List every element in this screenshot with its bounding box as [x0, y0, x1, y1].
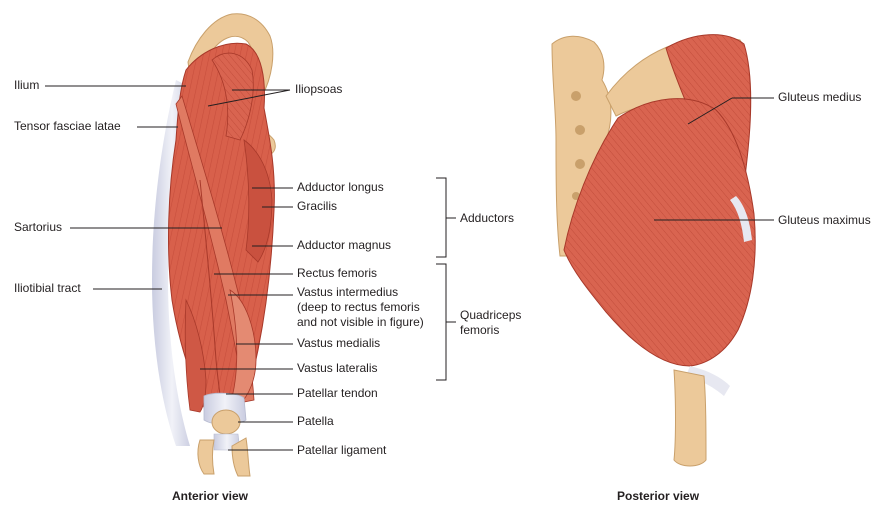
- group-label-adductors: Adductors: [460, 211, 515, 225]
- label-vastus-intermedius-note-1: (deep to rectus femoris: [297, 300, 420, 314]
- group-label-femoris: femoris: [460, 323, 500, 337]
- label-patellar-ligament: Patellar ligament: [297, 443, 387, 457]
- label-vastus-lateralis: Vastus lateralis: [297, 361, 378, 375]
- bracket-quadriceps: [436, 263, 447, 381]
- label-sartorius: Sartorius: [14, 220, 63, 234]
- leader-lines: [45, 85, 774, 451]
- label-patella: Patella: [297, 414, 334, 428]
- label-adductor-longus: Adductor longus: [297, 180, 384, 194]
- label-patellar-tendon: Patellar tendon: [297, 386, 378, 400]
- label-vastus-intermedius: Vastus intermedius: [297, 285, 399, 299]
- leader-iliopsoas: [207, 89, 291, 107]
- caption-posterior-view: Posterior view: [617, 489, 700, 503]
- bracket-adductors: [436, 177, 447, 258]
- label-ilium: Ilium: [14, 78, 40, 92]
- caption-anterior-view: Anterior view: [172, 489, 249, 503]
- posterior-gluteal-illustration: [551, 34, 756, 467]
- anterior-thigh-illustration: [152, 13, 276, 477]
- label-iliotibial-tract: Iliotibial tract: [14, 281, 81, 295]
- label-vastus-medialis: Vastus medialis: [297, 336, 381, 350]
- label-gluteus-maximus: Gluteus maximus: [778, 213, 871, 227]
- label-vastus-intermedius-note-2: and not visible in figure): [297, 315, 424, 329]
- label-tensor-fasciae-latae: Tensor fasciae latae: [14, 119, 121, 133]
- label-adductor-magnus: Adductor magnus: [297, 238, 392, 252]
- label-gluteus-medius: Gluteus medius: [778, 90, 862, 104]
- leader-gluteus-medius: [687, 97, 733, 125]
- label-rectus-femoris: Rectus femoris: [297, 266, 378, 280]
- label-gracilis: Gracilis: [297, 199, 338, 213]
- label-iliopsoas: Iliopsoas: [295, 82, 343, 96]
- group-label-quadriceps: Quadriceps: [460, 308, 522, 322]
